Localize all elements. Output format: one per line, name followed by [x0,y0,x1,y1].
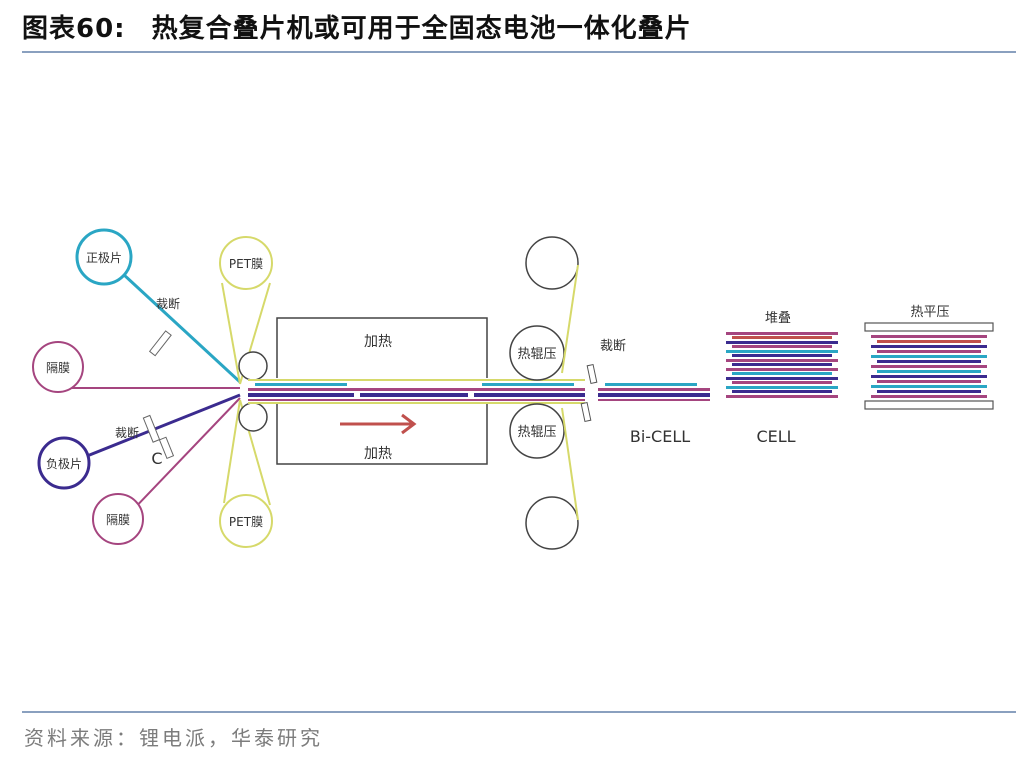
pet-feed-line-bottom-left [223,399,241,504]
heat-bottom-label: 加热 [364,446,392,462]
heat-top-label: 加热 [364,334,392,350]
pet-feed-line-top-left [221,282,241,385]
hot-roll-top-label: 热辊压 [517,347,556,362]
footer-rule [22,711,1016,713]
pet-bottom-label: PET膜 [229,515,263,529]
pet-rewind-bottom [525,496,579,550]
hot-press-label: 热平压 [910,305,949,320]
cutter-right [580,363,598,423]
pet-spool-bottom [219,494,273,548]
cut-top-label: 裁断 [156,296,180,311]
cathode-feed-line [108,260,242,384]
entry-roller-bottom [238,402,268,432]
pet-rewind-line-bottom [561,407,579,521]
stacking-label: 堆叠 [765,311,791,326]
figure-title-text: 热复合叠片机或可用于全固态电池一体化叠片 [151,14,692,44]
separator-feed-line-bottom [127,397,241,516]
cell-stack [726,332,838,398]
source-note: 资料来源：锂电派，华泰研究 [24,726,323,750]
pet-rewind-top [525,236,579,290]
hot-roll-bottom-label: 热辊压 [517,425,556,440]
hot-roll-bottom [509,403,565,459]
separator-spool-top [32,341,84,393]
cell-label: CELL [756,427,795,446]
heater-top [276,317,488,378]
laminated-strip [248,383,585,401]
separator-bottom-label: 隔膜 [106,513,130,527]
bicell-label: Bi-CELL [630,427,690,446]
separator-spool-bottom [92,493,144,545]
anode-spool [37,436,91,490]
cut-right-label: 裁断 [600,338,626,354]
figure-label: 图表60: [22,14,126,44]
cutter-top [148,330,172,357]
pet-spool-top [219,236,273,290]
cut-bottom-label: 裁断 [115,425,139,440]
cutter-letter: C [151,449,162,468]
hot-press-stack [864,322,994,410]
pet-top-label: PET膜 [229,257,263,271]
cathode-spool [75,228,133,286]
cathode-spool-label: 正极片 [86,251,122,265]
separator-top-label: 隔膜 [46,361,70,375]
heater-bottom [276,403,488,465]
figure-title: 图表60: 热复合叠片机或可用于全固态电池一体化叠片 [22,8,692,48]
cutter-bottom [142,414,175,460]
pet-rewind-line-top [561,264,579,374]
anode-spool-label: 负极片 [46,457,82,471]
anode-feed-line [71,393,241,464]
process-direction-arrow [340,413,417,435]
title-rule [22,51,1016,53]
bicell-strip [598,383,710,401]
entry-roller-top [238,351,268,381]
